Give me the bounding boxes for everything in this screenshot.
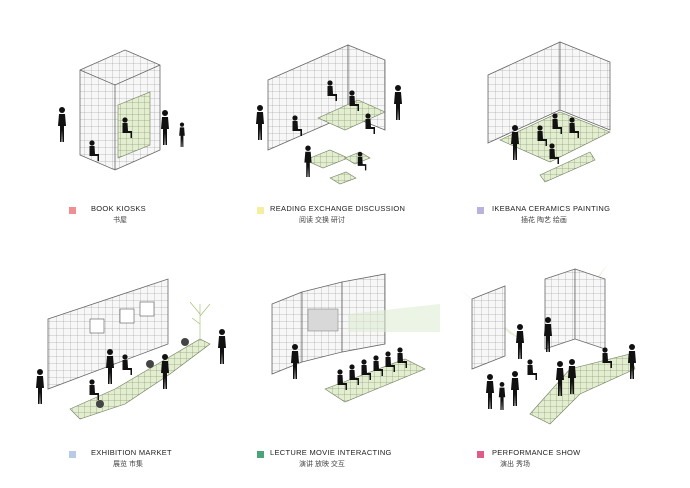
legend-swatch-performance	[477, 451, 484, 458]
lecture-illustration	[271, 273, 440, 403]
panel-title: EXHIBITION MARKET	[91, 448, 172, 457]
legend-swatch-exhibition	[69, 451, 76, 458]
panel-subtitle: 书屋	[113, 217, 127, 224]
performance-illustration	[460, 264, 636, 425]
panel-title: READING EXCHANGE DISCUSSION	[270, 204, 406, 213]
panel-title: IKEBANA CERAMICS PAINTING	[492, 204, 611, 213]
legend-swatch-lecture	[257, 451, 264, 458]
legend-swatch-ikebana	[477, 207, 484, 214]
panel-subtitle: 插花 陶艺 绘画	[521, 217, 567, 224]
exhibition-illustration	[36, 278, 226, 420]
panel-title: PERFORMANCE SHOW	[492, 448, 581, 457]
panel-subtitle: 阅读 交换 研讨	[299, 217, 345, 224]
panel-title: BOOK KIOSKS	[91, 204, 146, 213]
legend-swatch-book-kiosks	[69, 207, 76, 214]
panel-performance-show: PERFORMANCE SHOW 演出 秀场	[460, 244, 690, 488]
panel-subtitle: 演出 秀场	[500, 461, 530, 468]
panel-book-kiosks: BOOK KIOSKS 书屋	[0, 0, 230, 244]
book-kiosk-illustration	[58, 49, 185, 171]
panel-lecture-movie-interacting: LECTURE MOVIE INTERACTING 演讲 放映 交互	[230, 244, 460, 488]
panel-subtitle: 展览 市集	[113, 461, 143, 468]
reading-illustration	[256, 44, 402, 185]
panel-reading-exchange-discussion: READING EXCHANGE DISCUSSION 阅读 交换 研讨	[230, 0, 460, 244]
panel-exhibition-market: EXHIBITION MARKET 展览 市集	[0, 244, 230, 488]
ikebana-illustration	[487, 41, 611, 183]
legend-swatch-reading	[257, 207, 264, 214]
panel-ikebana-ceramics-painting: IKEBANA CERAMICS PAINTING 插花 陶艺 绘画	[460, 0, 690, 244]
panel-title: LECTURE MOVIE INTERACTING	[270, 448, 392, 457]
panel-subtitle: 演讲 放映 交互	[299, 461, 345, 468]
